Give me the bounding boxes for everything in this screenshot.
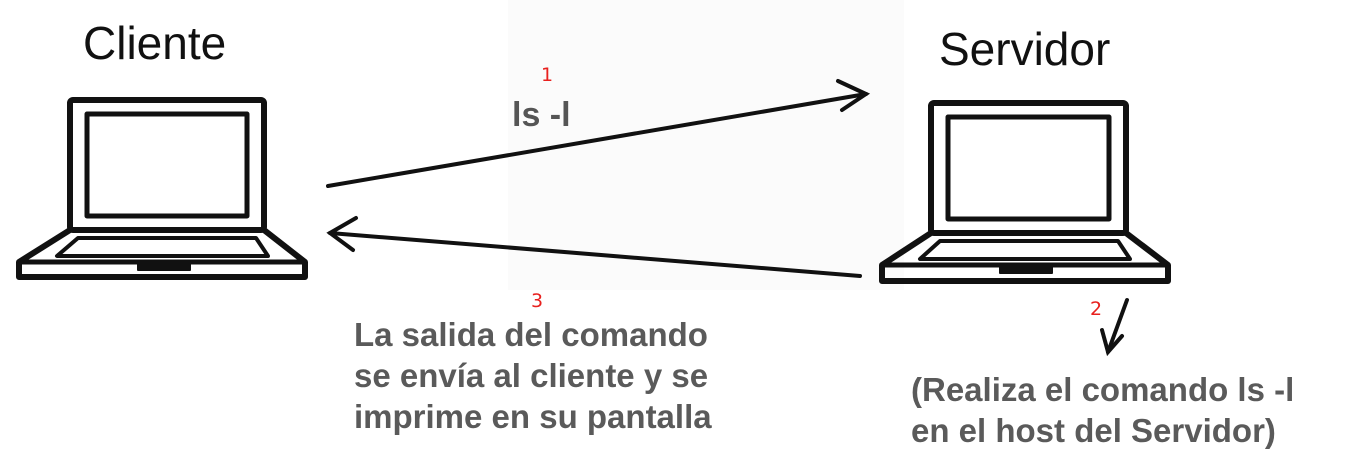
client-laptop-icon	[16, 97, 308, 280]
request-arrow	[326, 79, 871, 188]
step-2-line: en el host del Servidor)	[911, 412, 1276, 449]
step-2-number: 2	[1090, 298, 1103, 320]
server-laptop-icon	[879, 100, 1171, 284]
step-1-number: 1	[541, 64, 554, 86]
client-title: Cliente	[83, 17, 227, 69]
step-2-description: (Realiza el comando ls -l en el host del…	[911, 369, 1294, 451]
step-3-line: La salida del comando	[354, 316, 708, 353]
step-3-description: La salida del comando se envía al client…	[354, 314, 712, 437]
step-2-line: (Realiza el comando ls -l	[911, 371, 1295, 408]
server-title: Servidor	[939, 23, 1111, 75]
response-arrow	[326, 216, 862, 278]
step-3-number: 3	[531, 290, 544, 312]
step-3-line: imprime en su pantalla	[354, 398, 712, 435]
step-3-line: se envía al cliente y se	[354, 357, 709, 394]
execute-arrow	[1100, 298, 1129, 357]
step-1-command: ls -l	[512, 96, 571, 134]
